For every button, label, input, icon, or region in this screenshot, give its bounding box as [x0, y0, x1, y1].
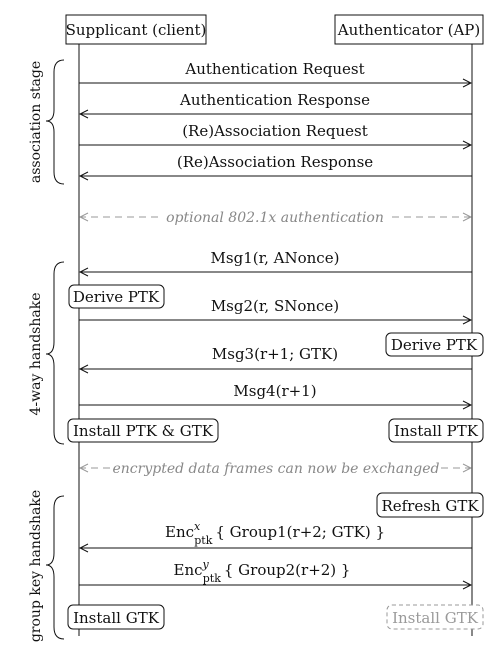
msg4-label: Msg4(r+1) — [233, 382, 316, 400]
refresh-gtk-box: Refresh GTK — [376, 492, 484, 518]
reassoc-response-label: (Re)Association Response — [177, 153, 373, 171]
four-way-stage-brace — [45, 261, 65, 445]
group2-superscript: y — [202, 558, 210, 571]
derive-ptk-ap-box: Derive PTK — [385, 332, 484, 357]
install-gtk-ap-label: Install GTK — [392, 609, 479, 627]
msg1-label: Msg1(r, ANonce) — [211, 249, 340, 267]
group-key-stage-brace — [45, 495, 65, 640]
authenticator-header: Authenticator (AP) — [334, 14, 484, 45]
group1-subscript: ptk — [194, 534, 212, 547]
refresh-gtk-label: Refresh GTK — [381, 497, 479, 515]
auth-response-label: Authentication Response — [179, 91, 370, 109]
install-ptk-gtk-label: Install PTK & GTK — [73, 422, 214, 440]
derive-ptk-client-label: Derive PTK — [73, 288, 160, 306]
derive-ptk-ap-label: Derive PTK — [391, 336, 478, 354]
group-key-stage-label: group key handshake — [28, 490, 44, 642]
msg2-label: Msg2(r, SNonce) — [211, 297, 339, 315]
supplicant-header: Supplicant (client) — [65, 14, 207, 45]
four-way-stage-label: 4-way handshake — [28, 293, 44, 416]
reassoc-request-label: (Re)Association Request — [182, 122, 368, 140]
msg3-label: Msg3(r+1; GTK) — [212, 345, 338, 363]
supplicant-title: Supplicant (client) — [66, 21, 207, 39]
install-gtk-ap-box: Install GTK — [386, 604, 484, 630]
group1-prefix: Enc — [165, 523, 194, 541]
auth-request-label: Authentication Request — [184, 60, 364, 78]
install-ptk-gtk-box: Install PTK & GTK — [67, 418, 219, 443]
install-gtk-client-box: Install GTK — [67, 604, 165, 630]
group1-body: { Group1(r+2; GTK) } — [215, 523, 385, 541]
association-stage-brace — [45, 59, 65, 185]
group2-subscript: ptk — [203, 572, 221, 585]
encrypted-note-label: encrypted data frames can now be exchang… — [112, 461, 439, 477]
install-ptk-label: Install PTK — [394, 422, 479, 440]
group2-prefix: Enc — [174, 561, 203, 579]
install-ptk-box: Install PTK — [388, 418, 484, 443]
authenticator-title: Authenticator (AP) — [337, 21, 481, 39]
optional-8021x-label: optional 802.1x authentication — [166, 210, 384, 226]
group1-superscript: x — [194, 520, 201, 533]
association-stage-label: association stage — [28, 61, 44, 183]
derive-ptk-client-box: Derive PTK — [68, 284, 165, 309]
group2-body: { Group2(r+2) } — [224, 561, 351, 579]
install-gtk-client-label: Install GTK — [73, 609, 160, 627]
